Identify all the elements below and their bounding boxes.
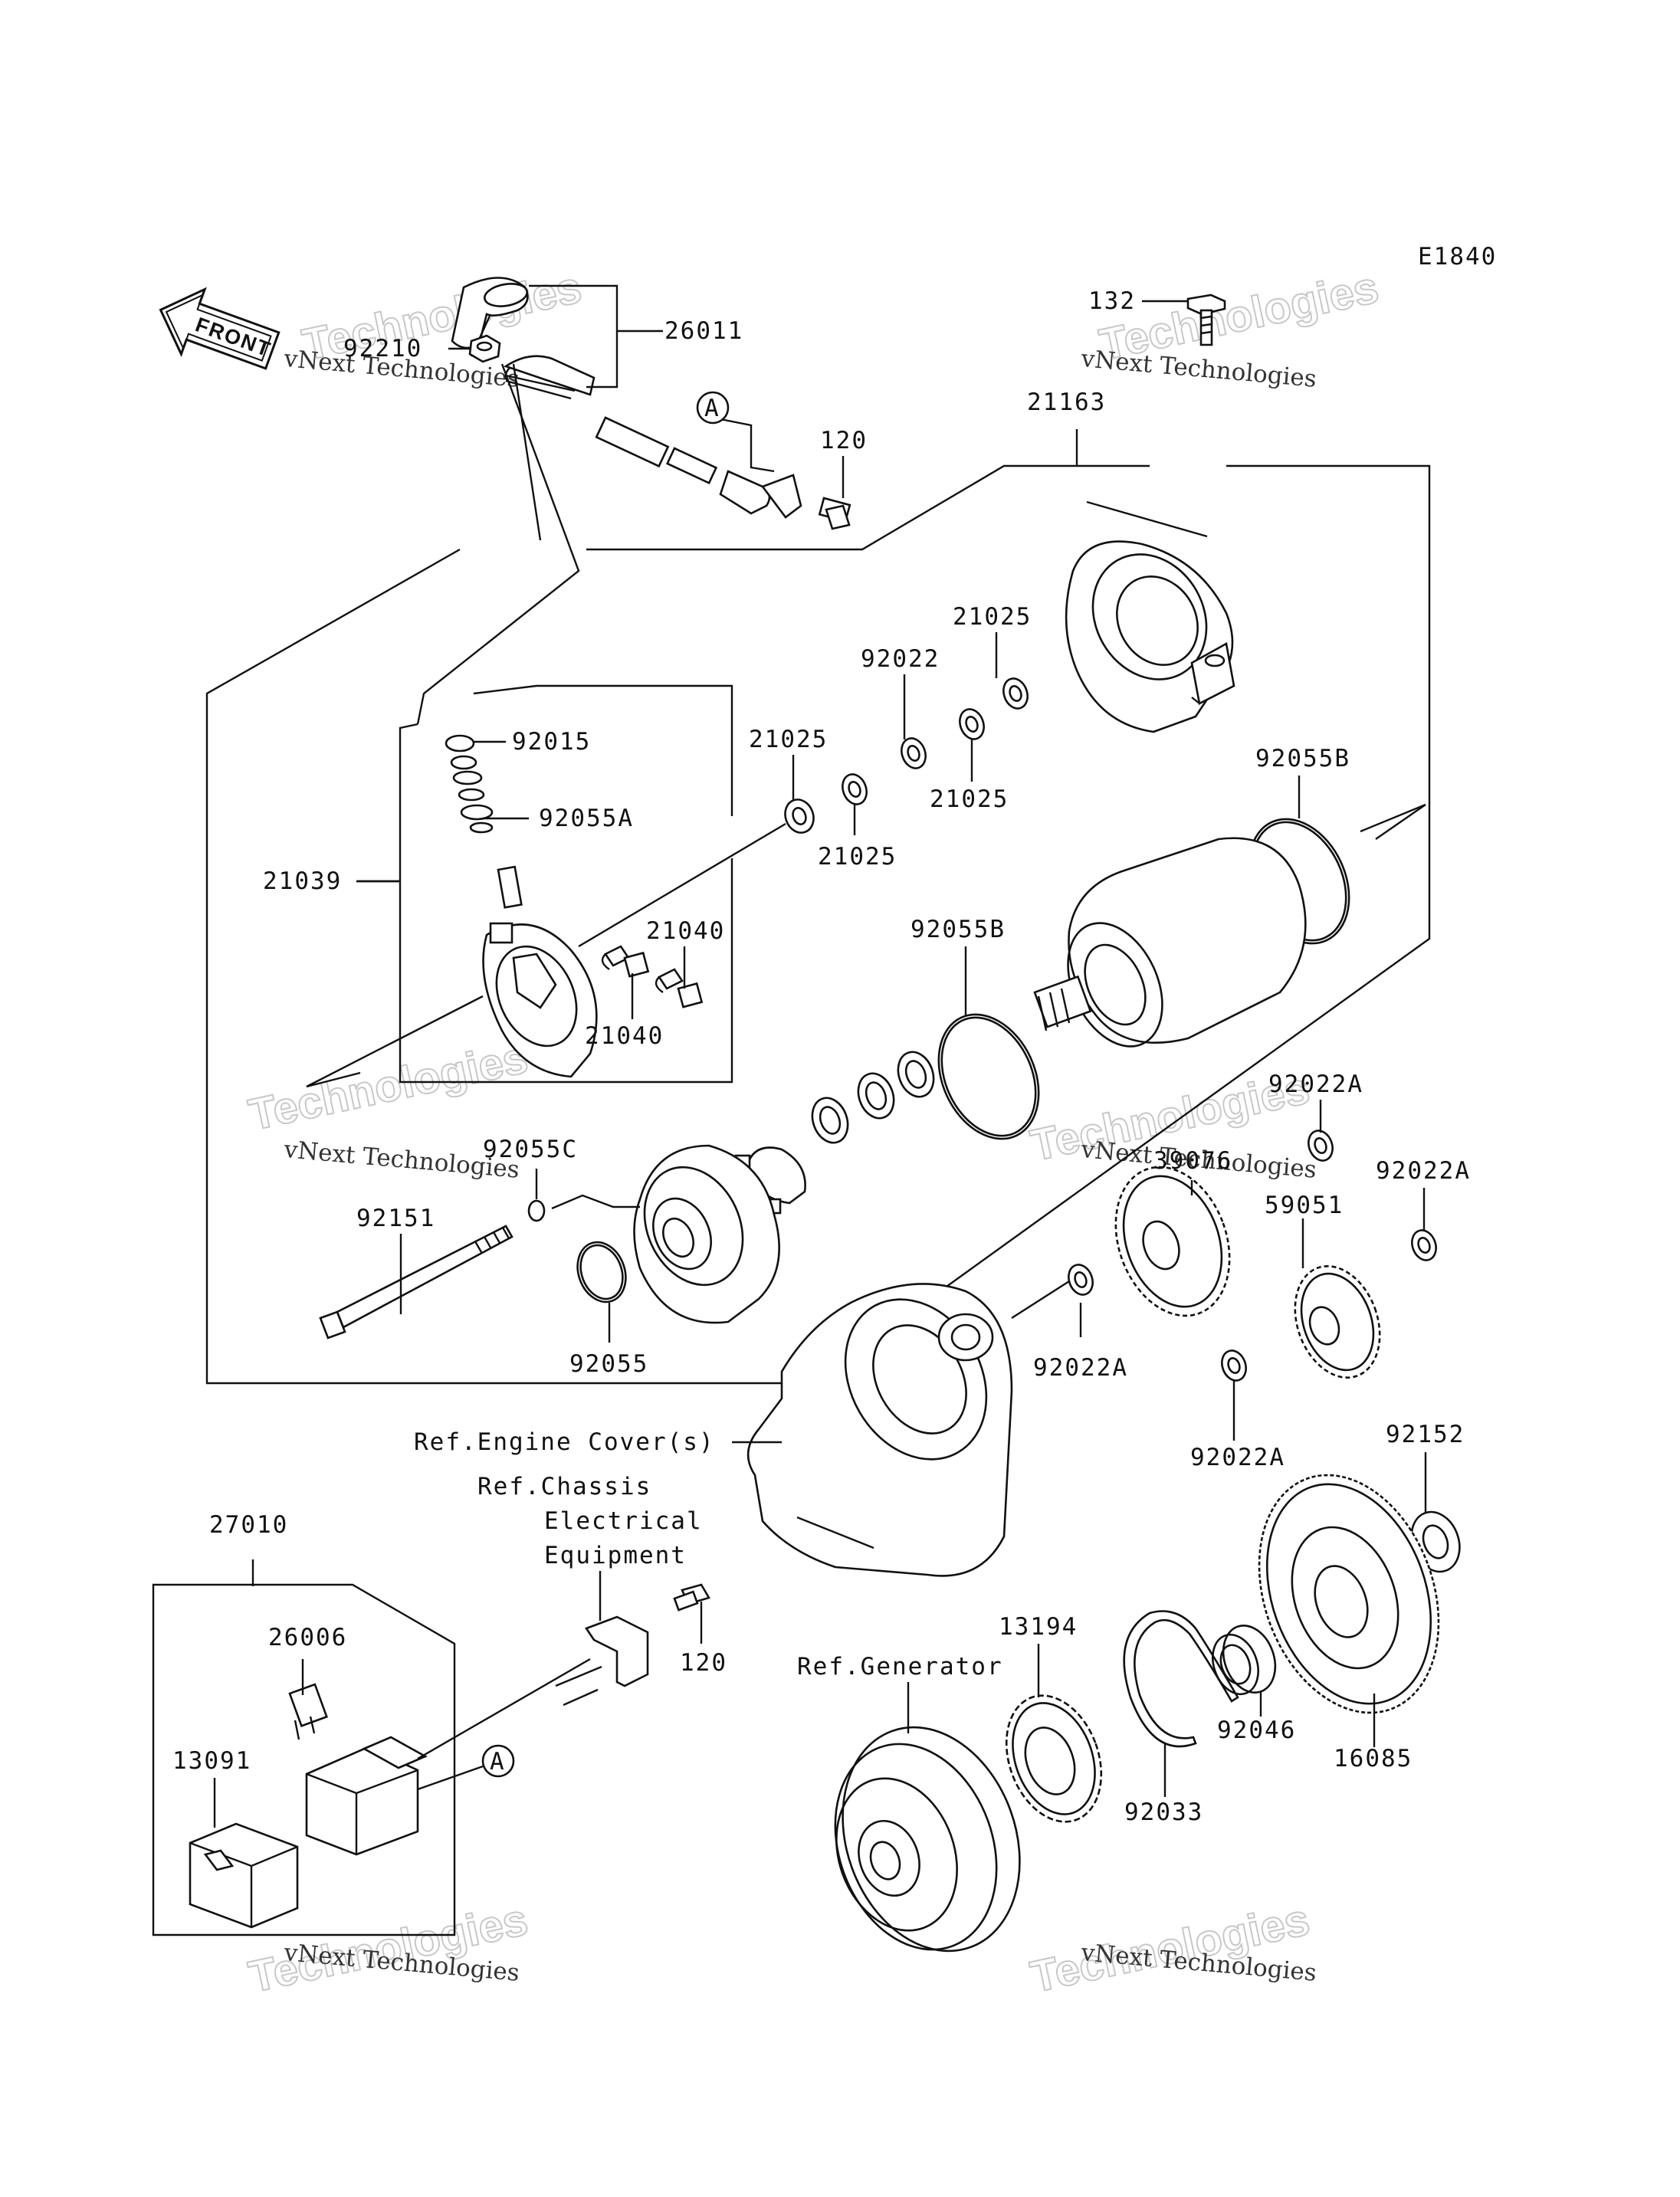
- relay-cover-13091: [189, 1822, 299, 1929]
- part-label-21025: 21025: [749, 726, 828, 753]
- relay-frame: [152, 1559, 456, 1936]
- starter-cable: [451, 277, 802, 519]
- o-ring-92055B-mid: [937, 1013, 1040, 1140]
- part-label-39076: 39076: [1153, 1147, 1232, 1175]
- part-label-13194: 13194: [999, 1613, 1078, 1641]
- ref-chassis-line1: Ref.Chassis: [477, 1473, 651, 1500]
- shims: [811, 1051, 935, 1144]
- diagram-code: E1840: [1418, 243, 1497, 271]
- part-label-21040: 21040: [585, 1022, 664, 1050]
- part-label-26011: 26011: [664, 317, 743, 345]
- front-cover: [633, 1144, 780, 1324]
- part-label-92152: 92152: [1386, 1421, 1465, 1448]
- watermarks: Technologies vNext Technologies Technolo…: [244, 261, 1383, 2002]
- needle-bearing-92046: [1212, 1625, 1277, 1696]
- starter-clutch-gear-16085: [1258, 1474, 1440, 1714]
- ref-chassis-line3: Equipment: [544, 1542, 687, 1569]
- part-label-92055: 92055: [569, 1350, 648, 1378]
- part-label-21163: 21163: [1027, 389, 1106, 416]
- bolt-132: [1186, 293, 1226, 346]
- part-label-92210: 92210: [343, 335, 422, 362]
- callout-letter: A: [704, 395, 720, 422]
- reference-labels: Ref.Engine Cover(s) Ref.Chassis Electric…: [414, 1428, 1003, 1681]
- part-label-59051: 59051: [1265, 1192, 1344, 1219]
- callout-A-top: A: [696, 391, 730, 425]
- part-label-21040: 21040: [646, 917, 725, 945]
- callout-A-bottom: A: [481, 1744, 515, 1778]
- bolt-120-top: [818, 497, 851, 530]
- terminal-stack: [445, 734, 494, 834]
- nut-92210: [468, 334, 501, 363]
- washers-92022A: [1068, 1130, 1437, 1382]
- ref-generator: Ref.Generator: [797, 1653, 1003, 1681]
- part-label-92022: 92022: [861, 645, 940, 673]
- idle-gear-39076: [1114, 1166, 1231, 1317]
- one-way-clutch-13194: [1005, 1694, 1103, 1823]
- part-label-26006: 26006: [268, 1624, 347, 1651]
- part-label-92022A: 92022A: [1033, 1354, 1128, 1382]
- part-label-21039: 21039: [263, 867, 342, 895]
- part-label-92033: 92033: [1124, 1799, 1203, 1826]
- part-label-92022A: 92022A: [1376, 1157, 1471, 1185]
- part-label-27010: 27010: [209, 1511, 288, 1539]
- through-bolt-92151: [319, 1225, 514, 1340]
- washers-21025-92022: [784, 677, 1029, 834]
- generator-rotor: [834, 1726, 1021, 1953]
- part-label-92022A: 92022A: [1190, 1444, 1285, 1471]
- part-label-92055C: 92055C: [483, 1136, 578, 1163]
- circlip-92033: [1123, 1610, 1239, 1748]
- ref-chassis-line2: Electrical: [544, 1507, 703, 1535]
- relay-bracket: [555, 1583, 710, 1707]
- motor-yoke: [1033, 837, 1307, 1048]
- ref-engine-cover: Ref.Engine Cover(s): [414, 1428, 715, 1456]
- part-label-92151: 92151: [356, 1205, 435, 1232]
- part-labels: 26011 92210 120 132 21163 21025 92022 21…: [172, 287, 1471, 1826]
- brushes-21040: [601, 945, 704, 1008]
- part-label-92055B: 92055B: [1255, 745, 1350, 772]
- fuse-26006: [288, 1683, 328, 1740]
- gear-59051: [1294, 1265, 1381, 1379]
- part-label-16085: 16085: [1334, 1745, 1413, 1772]
- front-direction-arrow: FRONT: [159, 287, 281, 370]
- starter-relay: [305, 1736, 428, 1856]
- callout-letter: A: [490, 1748, 506, 1776]
- engine-cover: [746, 1283, 1013, 1577]
- part-label-132: 132: [1088, 287, 1136, 315]
- leader-lines: [213, 284, 1427, 1828]
- part-label-92022A: 92022A: [1268, 1071, 1363, 1098]
- part-label-92055A: 92055A: [539, 805, 634, 832]
- part-label-21025: 21025: [818, 843, 897, 871]
- end-cover-21163: [1065, 500, 1235, 733]
- o-ring-92055C: [527, 1199, 546, 1222]
- watermark-text: vNext Technologies: [1079, 345, 1317, 393]
- brush-holder-plate: [482, 865, 598, 1078]
- part-label-120-top: 120: [820, 427, 868, 454]
- part-label-92015: 92015: [512, 728, 591, 756]
- o-ring-92055: [576, 1241, 627, 1303]
- part-label-13091: 13091: [172, 1747, 251, 1775]
- watermark-big: Technologies: [244, 1032, 532, 1139]
- part-label-92046: 92046: [1217, 1717, 1296, 1744]
- part-label-120-bottom: 120: [680, 1649, 727, 1677]
- part-label-21025: 21025: [953, 603, 1032, 631]
- part-label-21025: 21025: [930, 785, 1009, 813]
- part-label-92055B: 92055B: [911, 916, 1006, 943]
